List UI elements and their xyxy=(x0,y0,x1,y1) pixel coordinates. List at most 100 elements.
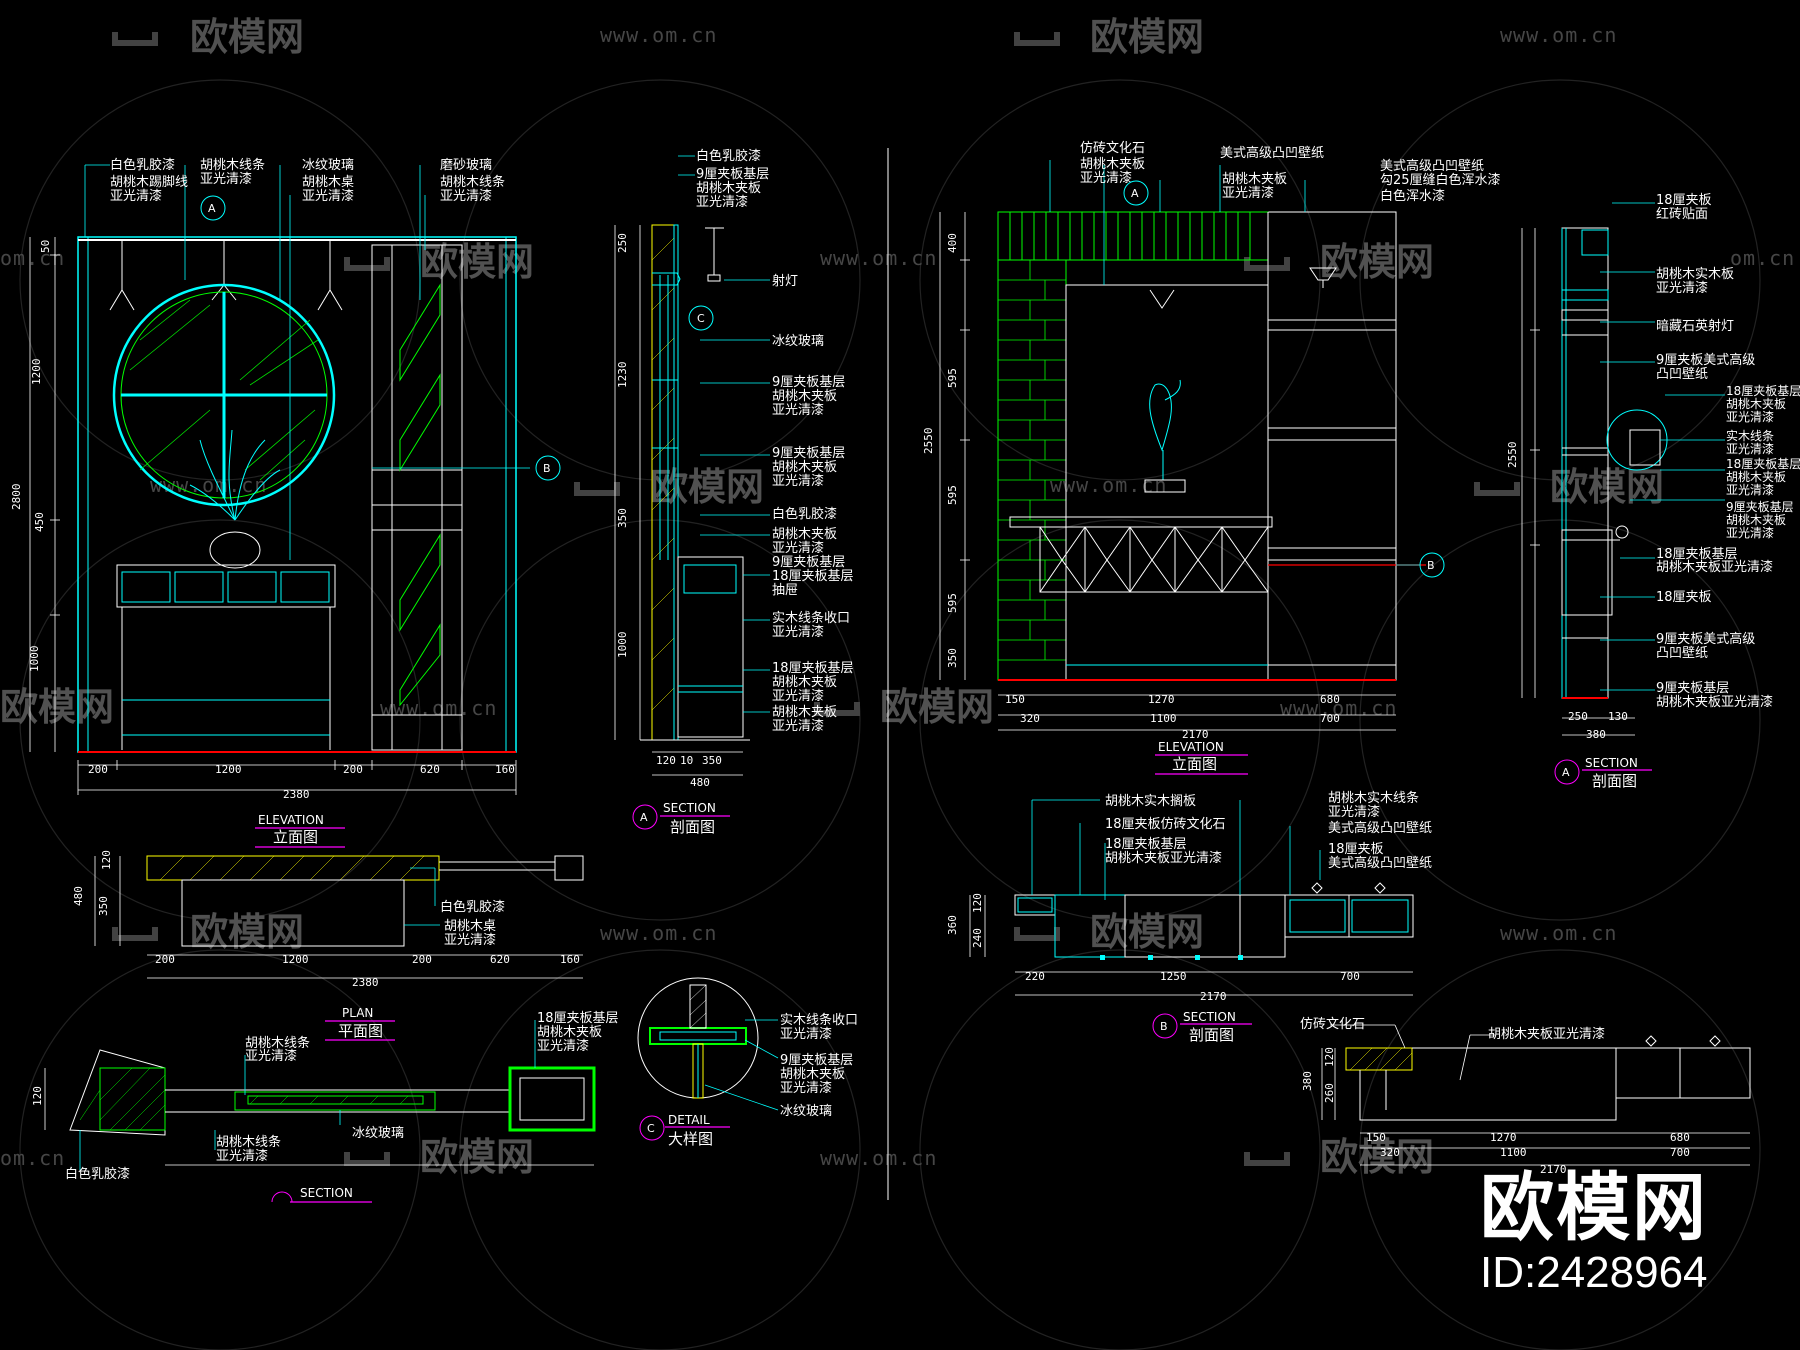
section-marker-letter: C xyxy=(697,312,705,325)
label: 亚光清漆 xyxy=(772,402,824,418)
label: 胡桃木夹板 xyxy=(780,1067,845,1082)
label: 18厘夹板 xyxy=(1656,193,1712,208)
left-section-a-drawing xyxy=(614,155,770,776)
drawing-title-cn: 剖面图 xyxy=(1592,772,1637,790)
section-marker-letter: A xyxy=(1562,766,1570,779)
label: 胡桃木夹板亚光清漆 xyxy=(1656,694,1773,710)
label: 胡桃木夹板亚光清漆 xyxy=(1488,1026,1605,1042)
label: 胡桃木线条 xyxy=(440,174,505,190)
right-section-a-drawing xyxy=(1521,202,1725,736)
label: 亚光清漆 xyxy=(772,718,824,734)
label: 亚光清漆 xyxy=(1328,804,1380,820)
watermark-url: www.om.cn xyxy=(150,473,267,497)
label: 胡桃木桌 xyxy=(444,919,496,934)
dimension: 1270 xyxy=(1490,1131,1517,1144)
drawing-title-cn: 立面图 xyxy=(1172,755,1217,773)
left-section-a-labels: 白色乳胶漆 9厘夹板基层 胡桃木夹板 亚光清漆 射灯 冰纹玻璃 9厘夹板基层 胡… xyxy=(616,148,854,836)
watermark-url: www.om.cn xyxy=(600,23,717,47)
right-elevation-labels: 仿砖文化石 胡桃木夹板 亚光清漆 美式高级凸凹壁纸 胡桃木夹板 亚光清漆 美式高… xyxy=(922,141,1501,775)
dimension: 130 xyxy=(1608,710,1628,723)
section-marker xyxy=(1123,180,1149,206)
label: 美式高级凸凹壁纸 xyxy=(1328,820,1432,836)
watermark-url-short: om.cn xyxy=(0,1146,65,1170)
dimension: 620 xyxy=(490,953,510,966)
label: 18厘夹板基层 xyxy=(772,569,854,584)
left-detail-c-drawing xyxy=(637,977,779,1111)
label: 亚光清漆 xyxy=(772,624,824,640)
dimension-total: 2170 xyxy=(1200,990,1227,1003)
dimension: 595 xyxy=(946,593,959,613)
dimension: 120 xyxy=(31,1086,44,1106)
plant-icon xyxy=(189,429,281,569)
label: 胡桃木夹板 xyxy=(1080,157,1145,172)
label: 白色乳胶漆 xyxy=(110,157,175,173)
dimension: 350 xyxy=(946,648,959,668)
label: 胡桃木夹板 xyxy=(1726,396,1786,411)
dimension: 240 xyxy=(971,928,984,948)
label: 9厘夹板美式高级 xyxy=(1656,631,1755,647)
label: 胡桃木线条 xyxy=(245,1035,310,1051)
label: 仿砖文化石 xyxy=(1080,141,1145,156)
watermark-brand: 欧模网 xyxy=(1320,1135,1434,1179)
drawing-title-cn: 大样图 xyxy=(668,1130,713,1148)
left-plan-labels: 白色乳胶漆 胡桃木桌 亚光清漆 200 1200 200 620 160 238… xyxy=(72,850,580,1041)
label: 胡桃木夹板 xyxy=(1726,512,1786,527)
watermark-circles xyxy=(19,79,1761,1350)
label: 18厘夹板基层 xyxy=(1726,384,1800,398)
drawing-title-en: SECTION xyxy=(300,1186,353,1200)
label: 亚光清漆 xyxy=(780,1026,832,1042)
label: 红砖贴面 xyxy=(1656,206,1708,222)
left-detail-c-labels: 实木线条收口 亚光清漆 9厘夹板基层 胡桃木夹板 亚光清漆 冰纹玻璃 C DET… xyxy=(639,1012,858,1148)
dimension: 200 xyxy=(343,763,363,776)
label: 射灯 xyxy=(772,273,798,289)
label: 亚光清漆 xyxy=(1726,410,1774,424)
dimension: 1250 xyxy=(1160,970,1187,983)
label: 胡桃木实木板 xyxy=(1656,267,1734,282)
watermark-brand: 欧模网 xyxy=(0,685,114,729)
dimension: 700 xyxy=(1670,1146,1690,1159)
dimension-height: 2800 xyxy=(10,484,23,511)
label: 胡桃木夹板 xyxy=(772,675,837,690)
label: 亚光清漆 xyxy=(1080,170,1132,186)
drawing-title-cn: 剖面图 xyxy=(1189,1026,1234,1044)
brand-badge-id: ID:2428964 xyxy=(1480,1248,1708,1297)
dimension: 160 xyxy=(495,763,515,776)
watermark-url-short: om.cn xyxy=(0,246,65,270)
label: 胡桃木夹板 xyxy=(537,1025,602,1040)
dimension: 150 xyxy=(1005,693,1025,706)
drawing-title-en: SECTION xyxy=(1183,1010,1236,1024)
label: 仿砖文化石 xyxy=(1300,1017,1365,1032)
label: 亚光清漆 xyxy=(772,473,824,489)
label: 18厘夹板基层 xyxy=(537,1011,619,1026)
label: 亚光清漆 xyxy=(444,932,496,948)
dimension: 120 xyxy=(656,754,676,767)
dimension-total: 2380 xyxy=(352,976,379,989)
dimension: 10 xyxy=(680,754,693,767)
label: 9厘夹板基层 xyxy=(1726,500,1794,514)
watermark-url: www.om.cn xyxy=(820,246,937,270)
dimension: 320 xyxy=(1380,1146,1400,1159)
dimension: 1000 xyxy=(616,632,629,659)
watermark-brand: 欧模网 xyxy=(1090,910,1204,954)
label: 18厘夹板 xyxy=(1328,842,1384,857)
label: 9厘夹板基层 xyxy=(772,555,845,570)
label: 美式高级凸凹壁纸 xyxy=(1380,158,1484,174)
dimension: 480 xyxy=(72,886,85,906)
label: 磨砂玻璃 xyxy=(440,158,492,173)
section-marker-letter: A xyxy=(1131,187,1139,200)
label: 亚光清漆 xyxy=(302,188,354,204)
watermark-url: www.om.cn xyxy=(1050,473,1167,497)
section-marker xyxy=(1554,759,1580,785)
label: 亚光清漆 xyxy=(1726,442,1774,456)
watermark-brand: 欧模网 xyxy=(1320,240,1434,284)
label: 胡桃木夹板亚光清漆 xyxy=(1656,559,1773,575)
label: 实木线条收口 xyxy=(780,1012,858,1028)
dimension: 1200 xyxy=(215,763,242,776)
dimension: 680 xyxy=(1670,1131,1690,1144)
dimension: 450 xyxy=(33,512,46,532)
watermark-brand: 欧模网 xyxy=(880,685,994,729)
label: 18厘夹板基层 xyxy=(1656,547,1738,562)
detail-marker xyxy=(639,1115,665,1141)
left-elevation-drawing xyxy=(29,164,530,795)
